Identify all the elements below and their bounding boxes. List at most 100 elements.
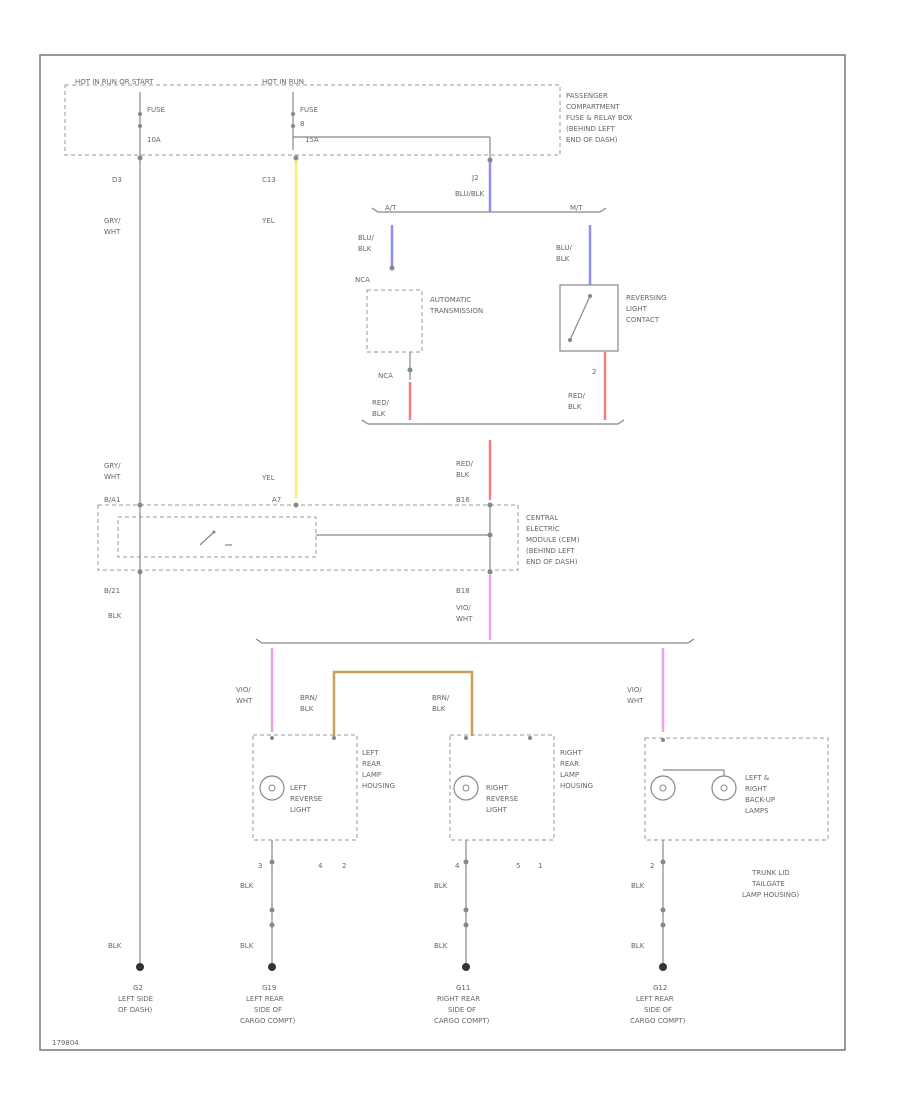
svg-text:LIGHT: LIGHT — [486, 806, 508, 814]
svg-text:OF DASH): OF DASH) — [118, 1006, 153, 1014]
central-electric-module-box — [97, 504, 519, 571]
svg-text:LEFT REAR: LEFT REAR — [636, 995, 674, 1003]
trunk-lid-label: TRUNK LID TAILGATE LAMP HOUSING) — [742, 869, 799, 899]
svg-text:SIDE OF: SIDE OF — [644, 1006, 672, 1014]
svg-text:REVERSING: REVERSING — [626, 294, 667, 302]
svg-text:GRY/: GRY/ — [104, 462, 121, 470]
svg-text:BLK: BLK — [372, 410, 386, 418]
ground-g19: G19 LEFT REAR SIDE OF CARGO COMPT) — [240, 963, 296, 1025]
svg-text:LIGHT: LIGHT — [290, 806, 312, 814]
svg-text:ELECTRIC: ELECTRIC — [526, 525, 560, 533]
cem-pin-bottom-right: B18 — [456, 587, 470, 595]
svg-text:(BEHIND LEFT: (BEHIND LEFT — [526, 547, 575, 555]
svg-text:YEL: YEL — [261, 217, 275, 225]
ground-wire-right-lamp — [463, 840, 469, 965]
switch-icon — [568, 294, 592, 342]
svg-text:1: 1 — [538, 862, 542, 870]
svg-text:END OF DASH): END OF DASH) — [526, 558, 578, 566]
svg-text:LAMP: LAMP — [362, 771, 381, 779]
svg-text:END OF DASH): END OF DASH) — [566, 136, 618, 144]
svg-text:G19: G19 — [262, 984, 276, 992]
svg-text:BLU/: BLU/ — [556, 244, 572, 252]
svg-text:G12: G12 — [653, 984, 667, 992]
fuse-num-right: 8 — [300, 120, 304, 128]
svg-text:YEL: YEL — [261, 474, 275, 482]
svg-text:BLK: BLK — [358, 245, 372, 253]
svg-text:WHT: WHT — [456, 615, 473, 623]
hot-label-left: HOT IN RUN OR START — [75, 78, 154, 86]
svg-text:RIGHT: RIGHT — [560, 749, 583, 757]
svg-text:LEFT &: LEFT & — [745, 774, 770, 782]
footer-code: 179804 — [52, 1039, 79, 1047]
svg-text:BLK: BLK — [240, 942, 254, 950]
right-rear-lamp-housing — [449, 734, 555, 841]
svg-text:WHT: WHT — [236, 697, 253, 705]
wire-brn-blk — [332, 670, 474, 736]
svg-text:BLK: BLK — [456, 471, 470, 479]
svg-text:VIO/: VIO/ — [456, 604, 471, 612]
svg-text:LEFT SIDE: LEFT SIDE — [118, 995, 153, 1003]
fuse-label-left: FUSE — [147, 106, 165, 114]
svg-text:TAILGATE: TAILGATE — [751, 880, 785, 888]
fuse-left-icon — [138, 92, 142, 150]
cem-pin-left: B/A1 — [104, 496, 120, 504]
svg-text:BLK: BLK — [434, 942, 448, 950]
svg-text:RIGHT: RIGHT — [486, 784, 509, 792]
svg-text:LAMP: LAMP — [560, 771, 579, 779]
svg-text:LEFT REAR: LEFT REAR — [246, 995, 284, 1003]
svg-text:WHT: WHT — [627, 697, 644, 705]
hot-label-right: HOT IN RUN — [262, 78, 304, 86]
fuse-amp-left: 10A — [147, 136, 161, 144]
svg-text:RED/: RED/ — [372, 399, 390, 407]
svg-text:BLK: BLK — [240, 882, 254, 890]
svg-text:COMPARTMENT: COMPARTMENT — [566, 103, 620, 111]
svg-text:HOUSING: HOUSING — [362, 782, 395, 790]
svg-text:CENTRAL: CENTRAL — [526, 514, 558, 522]
trunk-lid-lamp-housing — [644, 737, 829, 841]
svg-text:3: 3 — [258, 862, 262, 870]
svg-text:RED/: RED/ — [568, 392, 586, 400]
svg-text:PASSENGER: PASSENGER — [566, 92, 608, 100]
reversing-light-contact-label: REVERSING LIGHT CONTACT — [626, 294, 667, 324]
svg-text:2: 2 — [650, 862, 654, 870]
svg-text:REAR: REAR — [560, 760, 579, 768]
svg-text:LIGHT: LIGHT — [626, 305, 648, 313]
ground-wire-left-lamp — [269, 840, 275, 965]
svg-text:WHT: WHT — [104, 228, 121, 236]
right-reverse-light-label: RIGHT REVERSE LIGHT — [486, 784, 518, 814]
backup-lamp-bulb-icon — [650, 769, 737, 801]
svg-text:5: 5 — [516, 862, 520, 870]
svg-text:SIDE OF: SIDE OF — [254, 1006, 282, 1014]
connector-c13: C13 — [262, 176, 276, 184]
svg-text:CARGO COMPT): CARGO COMPT) — [630, 1017, 686, 1025]
svg-text:BLK: BLK — [631, 942, 645, 950]
svg-text:RIGHT REAR: RIGHT REAR — [437, 995, 480, 1003]
ground-wire-trunk-lamp — [660, 840, 666, 965]
svg-text:LEFT: LEFT — [290, 784, 307, 792]
svg-text:SIDE OF: SIDE OF — [448, 1006, 476, 1014]
right-reverse-light-bulb-icon — [453, 775, 479, 801]
svg-text:HOUSING: HOUSING — [560, 782, 593, 790]
automatic-transmission-label: AUTOMATIC TRANSMISSION — [429, 296, 483, 315]
left-reverse-light-label: LEFT REVERSE LIGHT — [290, 784, 322, 814]
connector-d3: D3 — [112, 176, 122, 184]
svg-text:2: 2 — [342, 862, 346, 870]
svg-text:FUSE & RELAY BOX: FUSE & RELAY BOX — [566, 114, 633, 122]
svg-text:G2: G2 — [133, 984, 143, 992]
cem-pin-right: B16 — [456, 496, 470, 504]
svg-text:G11: G11 — [456, 984, 470, 992]
svg-text:BRN/: BRN/ — [432, 694, 450, 702]
svg-text:BRN/: BRN/ — [300, 694, 318, 702]
svg-text:BACK-UP: BACK-UP — [745, 796, 775, 804]
svg-text:TRANSMISSION: TRANSMISSION — [429, 307, 483, 315]
svg-text:BLK: BLK — [300, 705, 314, 713]
svg-text:MODULE (CEM): MODULE (CEM) — [526, 536, 580, 544]
central-electric-module-label: CENTRAL ELECTRIC MODULE (CEM) (BEHIND LE… — [526, 514, 580, 566]
svg-text:BLU/: BLU/ — [358, 234, 374, 242]
svg-text:AUTOMATIC: AUTOMATIC — [430, 296, 471, 304]
cem-switch-icon — [199, 530, 232, 546]
ground-g11: G11 RIGHT REAR SIDE OF CARGO COMPT) — [434, 963, 490, 1025]
svg-text:4: 4 — [318, 862, 323, 870]
diagram-border — [39, 54, 846, 1051]
